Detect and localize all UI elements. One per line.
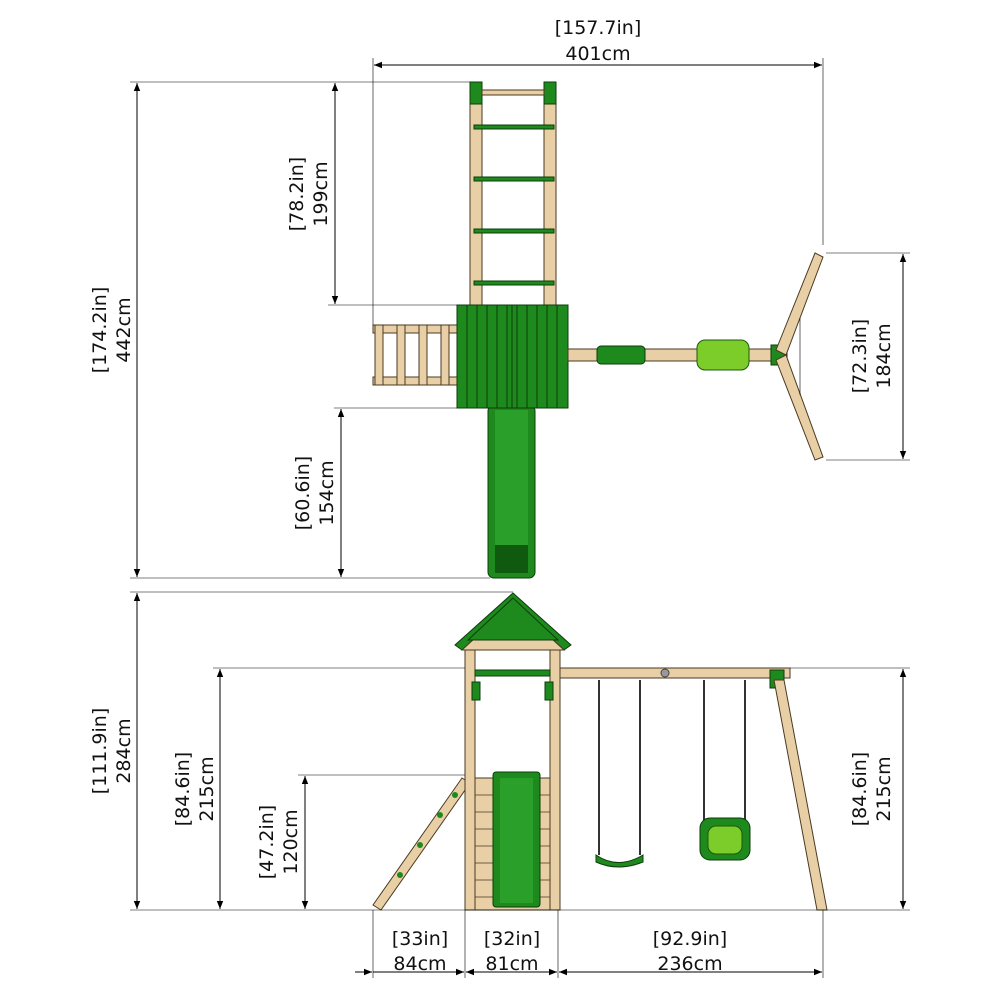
dim-label-in: [92.9in] — [653, 928, 727, 950]
dim-label-cm: 215cm — [196, 756, 218, 821]
dimension-ladder-length: [78.2in] 199cm — [286, 83, 457, 306]
dimension-slide-length: [60.6in] 154cm — [292, 407, 457, 577]
dim-label-cm: 236cm — [657, 953, 722, 975]
dim-label-in: [84.6in] — [172, 752, 194, 826]
dim-label-in: [157.7in] — [555, 17, 642, 39]
top-ladder — [469, 81, 557, 306]
dimension-beam-height-left: [84.6in] 215cm — [172, 667, 465, 909]
dimension-overall-length: [174.2in] 442cm — [89, 81, 490, 579]
dim-label-cm: 199cm — [310, 161, 332, 226]
climbing-wall — [372, 777, 471, 911]
dim-label-in: [78.2in] — [286, 157, 308, 231]
dim-label-in: [47.2in] — [256, 805, 278, 879]
bottom-dimensions: [33in] 84cm [32in] 81cm [92.9in] 236cm — [355, 910, 824, 978]
dim-label-in: [72.3in] — [849, 319, 871, 393]
slide-top — [487, 404, 536, 579]
dim-label-cm: 442cm — [113, 297, 135, 362]
dimension-climbing-wall-width: [33in] 84cm — [392, 928, 448, 975]
slide-front — [492, 771, 541, 908]
dim-label-in: [33in] — [392, 928, 448, 950]
dim-label-cm: 81cm — [485, 953, 538, 975]
dimension-total-height: [111.9in] 284cm — [89, 591, 513, 909]
dimension-swing-width: [92.9in] 236cm — [653, 928, 727, 975]
dimension-deck-height: [47.2in] 120cm — [256, 774, 465, 909]
dimension-a-frame-width: [72.3in] 184cm — [826, 252, 910, 461]
dim-label-cm: 120cm — [280, 809, 302, 874]
dim-label-cm: 184cm — [873, 323, 895, 388]
side-ladder — [372, 324, 458, 386]
dimension-tower-width: [32in] 81cm — [484, 928, 540, 975]
front-view: [111.9in] 284cm [84.6in] 215cm [47.2in] … — [89, 591, 910, 978]
dim-label-in: [32in] — [484, 928, 540, 950]
dim-label-cm: 401cm — [565, 43, 630, 65]
swing-frame — [559, 667, 828, 911]
dim-label-cm: 284cm — [113, 718, 135, 783]
dim-label-cm: 154cm — [316, 460, 338, 525]
dimension-beam-height-right: [84.6in] 215cm — [790, 667, 910, 909]
top-view: [157.7in] 401cm [174.2in] 442cm [78.2in]… — [89, 17, 910, 579]
swing-beam-top — [567, 252, 824, 461]
deck-roof — [456, 304, 569, 409]
dim-label-cm: 215cm — [873, 756, 895, 821]
dim-label-in: [174.2in] — [89, 287, 111, 374]
dim-label-in: [111.9in] — [89, 708, 111, 795]
dim-label-in: [60.6in] — [292, 456, 314, 530]
dim-label-in: [84.6in] — [849, 752, 871, 826]
dim-label-cm: 84cm — [393, 953, 446, 975]
dimension-overall-width: [157.7in] 401cm — [372, 17, 824, 325]
